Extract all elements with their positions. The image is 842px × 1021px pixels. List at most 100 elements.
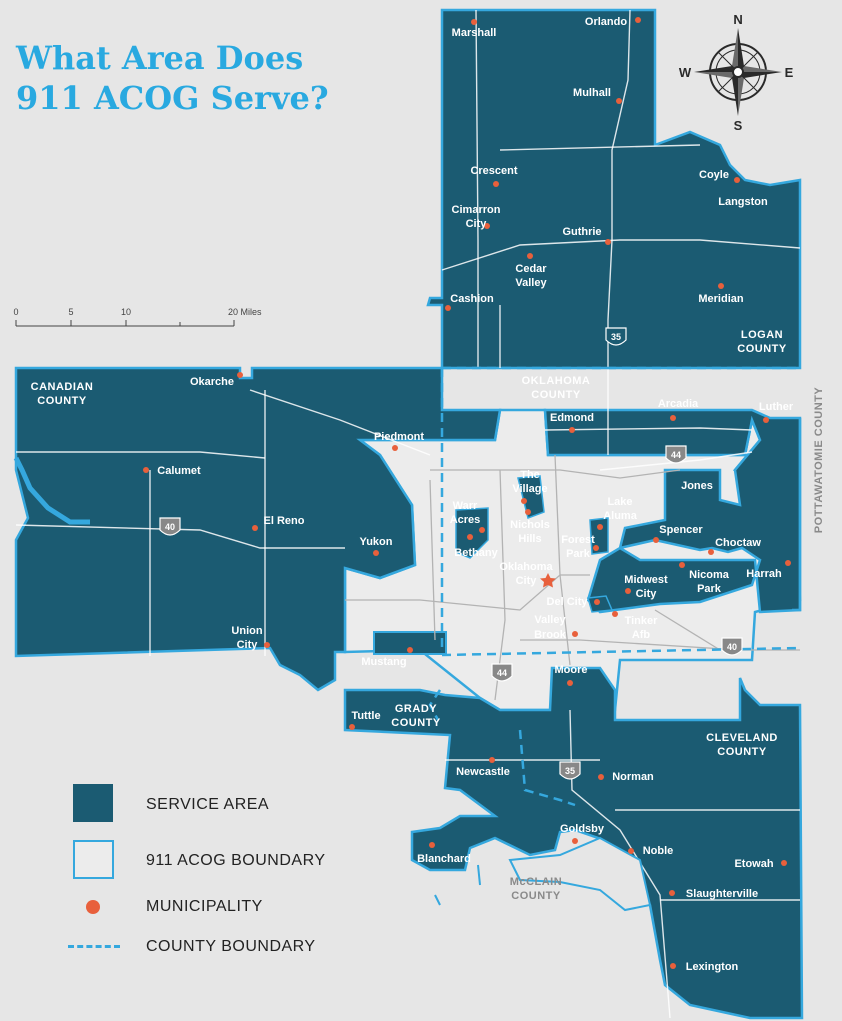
- town-jones: Jones: [681, 480, 713, 492]
- town-valley-brook-2: Brook: [534, 629, 567, 641]
- town-luther: Luther: [759, 401, 794, 413]
- town-blanchard: Blanchard: [417, 853, 471, 865]
- legend-service-label: SERVICE AREA: [146, 796, 270, 813]
- town-mustang: Mustang: [361, 656, 406, 668]
- county-mcclain-2: COUNTY: [511, 890, 561, 902]
- compass-n: N: [733, 12, 742, 27]
- legend-boundary: 911 ACOG BOUNDARY: [70, 840, 490, 880]
- i35-north-shield: 35: [611, 332, 621, 342]
- town-lexington: Lexington: [686, 961, 739, 973]
- i40-west-shield: 40: [165, 522, 175, 532]
- legend-county-boundary: COUNTY BOUNDARY: [68, 932, 490, 972]
- town-labels: Marshall Orlando Mulhall Crescent Coyle …: [157, 16, 794, 973]
- town-nicoma-park-1: Nicoma: [689, 569, 730, 581]
- legend-county-dash: [68, 945, 120, 948]
- county-logan-2: COUNTY: [737, 343, 787, 355]
- mcclain-fragments: [434, 836, 652, 912]
- town-langston: Langston: [718, 196, 768, 208]
- legend-county-label: COUNTY BOUNDARY: [146, 938, 316, 955]
- county-cleveland-2: COUNTY: [717, 746, 767, 758]
- county-pottawatomie: POTTAWATOMIE COUNTY: [813, 387, 825, 534]
- town-bethany: Bethany: [454, 547, 498, 559]
- county-grady-1: GRADY: [395, 703, 437, 715]
- town-tinker-1: Tinker: [625, 615, 659, 627]
- highway-shields: 35 44 40 40 44 35: [159, 327, 743, 780]
- town-moore: Moore: [555, 664, 588, 676]
- town-yukon: Yukon: [359, 536, 392, 548]
- town-del-city: Del City: [547, 596, 589, 608]
- town-warr-acres-1: Warr: [453, 500, 478, 512]
- town-warr-acres-2: Acres: [450, 514, 481, 526]
- canadian-area: [14, 366, 502, 692]
- town-coyle: Coyle: [699, 169, 729, 181]
- town-the-village-2: Village: [512, 483, 547, 495]
- county-cleveland-1: CLEVELAND: [706, 732, 778, 744]
- town-midwest-city-2: City: [636, 588, 658, 600]
- town-marshall: Marshall: [452, 27, 497, 39]
- town-cedar-valley-1: Cedar: [515, 263, 547, 275]
- legend-boundary-swatch: [73, 840, 114, 879]
- i44-south-shield: 44: [497, 668, 507, 678]
- town-harrah: Harrah: [746, 568, 782, 580]
- canadian-river: [13, 456, 90, 525]
- town-slaughterville: Slaughterville: [686, 888, 758, 900]
- town-edmond: Edmond: [550, 412, 594, 424]
- town-piedmont: Piedmont: [374, 431, 424, 443]
- town-cimarron-2: City: [466, 218, 488, 230]
- town-el-reno: El Reno: [264, 515, 305, 527]
- capital-star-icon: [540, 573, 556, 588]
- county-canadian-2: COUNTY: [37, 395, 87, 407]
- town-goldsby: Goldsby: [560, 823, 605, 835]
- town-choctaw: Choctaw: [715, 537, 761, 549]
- town-meridian: Meridian: [698, 293, 744, 305]
- warr-acres-pocket: [455, 507, 489, 559]
- town-nicoma-park-2: Park: [697, 583, 722, 595]
- town-tuttle: Tuttle: [351, 710, 380, 722]
- scale-tick-5: 5: [68, 307, 73, 317]
- lake-aluma-pocket: [589, 517, 609, 555]
- town-lake-aluma-1: Lake: [607, 496, 632, 508]
- county-boundaries: [428, 366, 801, 807]
- town-forest-park-1: Forest: [561, 534, 595, 546]
- village-pocket: [517, 475, 545, 519]
- town-lake-aluma-2: Aluma: [603, 510, 638, 522]
- compass-e: E: [785, 65, 794, 80]
- county-labels: LOGAN COUNTY CANADIAN COUNTY OKLAHOMA CO…: [31, 329, 825, 902]
- county-oklahoma-1: OKLAHOMA: [522, 375, 591, 387]
- town-cedar-valley-2: Valley: [515, 277, 547, 289]
- county-logan-1: LOGAN: [741, 329, 783, 341]
- i40-east-shield: 40: [727, 642, 737, 652]
- town-etowah: Etowah: [734, 858, 773, 870]
- county-oklahoma-2: COUNTY: [531, 389, 581, 401]
- town-nichols-hills-2: Hills: [518, 533, 541, 545]
- town-forest-park-2: Park: [566, 548, 591, 560]
- compass-rose-icon: N S E W: [679, 12, 794, 133]
- i35-south-shield: 35: [565, 766, 575, 776]
- east-oklahoma-area: [543, 408, 802, 614]
- town-midwest-city-1: Midwest: [624, 574, 668, 586]
- town-union-city-2: City: [237, 639, 259, 651]
- town-orlando: Orlando: [585, 16, 627, 28]
- municipality-dots: [143, 17, 791, 969]
- legend-boundary-label: 911 ACOG BOUNDARY: [146, 852, 326, 869]
- del-city-pocket: [587, 595, 614, 613]
- legend-service-area: SERVICE AREA: [70, 784, 490, 824]
- legend-service-swatch: [73, 784, 113, 822]
- county-canadian-1: CANADIAN: [31, 381, 94, 393]
- town-union-city-1: Union: [231, 625, 262, 637]
- town-tinker-2: Afb: [632, 629, 651, 641]
- town-nichols-hills-1: Nichols: [510, 519, 550, 531]
- town-okc-2: City: [516, 575, 538, 587]
- town-okarche: Okarche: [190, 376, 234, 388]
- town-crescent: Crescent: [470, 165, 517, 177]
- town-okc-1: Oklahoma: [499, 561, 553, 573]
- county-grady-2: COUNTY: [391, 717, 441, 729]
- legend-municipality-dot: [86, 900, 100, 914]
- scale-tick-10: 10: [121, 307, 131, 317]
- town-calumet: Calumet: [157, 465, 201, 477]
- town-mulhall: Mulhall: [573, 87, 611, 99]
- pottawatomie-boundary: [792, 418, 802, 612]
- town-guthrie: Guthrie: [562, 226, 601, 238]
- map-title: What Area Does 911 ACOG Serve?: [16, 39, 329, 117]
